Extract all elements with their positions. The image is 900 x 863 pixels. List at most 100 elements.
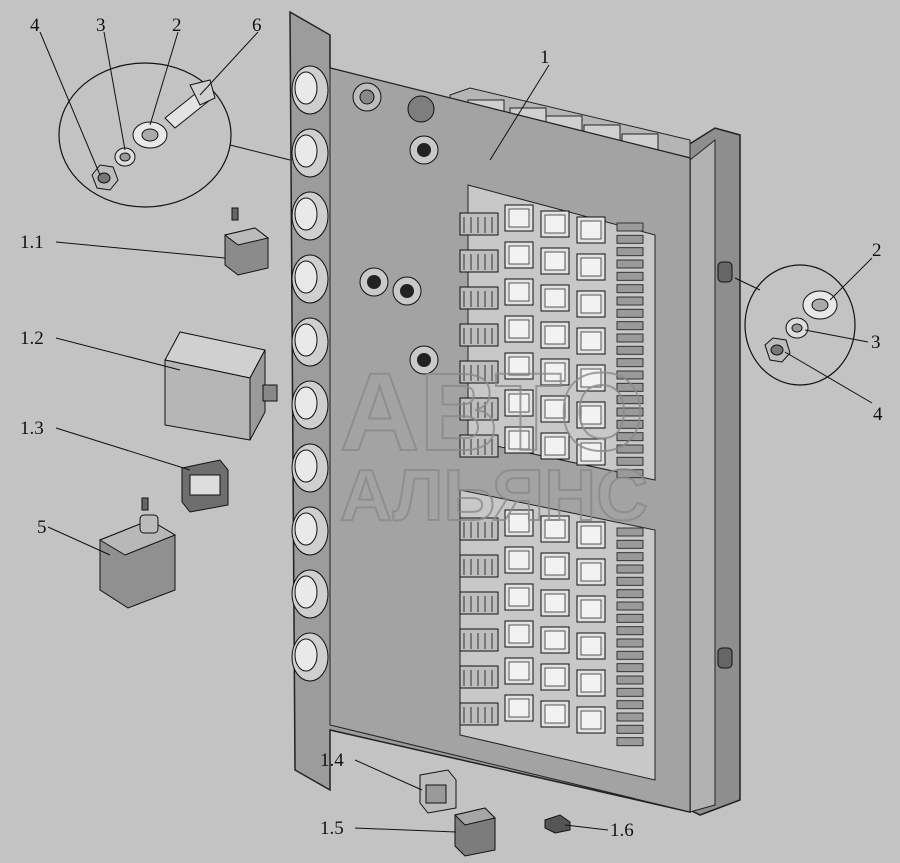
fuse-slot xyxy=(616,296,644,306)
label-1-2: 1.2 xyxy=(20,328,44,349)
relay-socket xyxy=(504,509,534,537)
fuse-slot xyxy=(616,601,644,611)
fuse-slot xyxy=(616,700,644,710)
fuse-slot xyxy=(616,222,644,232)
relay-socket xyxy=(576,669,606,697)
fuse-block xyxy=(459,665,499,689)
relay-socket xyxy=(540,700,570,728)
fuse-slot xyxy=(616,589,644,599)
fuse-block xyxy=(459,212,499,236)
fuse-slot xyxy=(616,284,644,294)
relay-socket xyxy=(504,352,534,380)
relay-socket xyxy=(540,321,570,349)
relay-socket xyxy=(576,521,606,549)
fuse-block xyxy=(459,517,499,541)
label-1: 1 xyxy=(540,47,550,68)
relay-1-2 xyxy=(164,331,278,441)
relay-socket xyxy=(540,432,570,460)
fuse-slot xyxy=(616,527,644,537)
relay-socket xyxy=(540,515,570,543)
fuse-slot xyxy=(616,234,644,244)
fuse-1-6 xyxy=(544,814,571,834)
round-connector xyxy=(291,632,329,682)
fuse-slot xyxy=(616,650,644,660)
fuse-slot xyxy=(616,321,644,331)
fuse-slot xyxy=(616,259,644,269)
fuse-slot xyxy=(616,345,644,355)
fuse-block xyxy=(459,434,499,458)
fuse-slot xyxy=(616,370,644,380)
relay-socket xyxy=(504,389,534,417)
left-connector-column xyxy=(291,65,329,682)
round-connector xyxy=(291,317,329,367)
label-2-left: 2 xyxy=(172,15,182,36)
relay-socket xyxy=(576,253,606,281)
relay-socket xyxy=(504,241,534,269)
fuse-block xyxy=(459,286,499,310)
relay-socket xyxy=(540,663,570,691)
fuse-slot xyxy=(616,539,644,549)
relay-socket xyxy=(576,216,606,244)
relay-socket xyxy=(576,401,606,429)
fuse-slot xyxy=(616,724,644,734)
round-connector xyxy=(291,254,329,304)
fuse-slot xyxy=(616,444,644,454)
relay-socket xyxy=(540,626,570,654)
fuse-slot xyxy=(616,456,644,466)
fuse-block xyxy=(459,323,499,347)
relay-socket xyxy=(576,364,606,392)
round-connector xyxy=(291,128,329,178)
relay-socket xyxy=(504,278,534,306)
relay-socket xyxy=(540,247,570,275)
round-connector xyxy=(291,443,329,493)
fuse-slot xyxy=(616,333,644,343)
fuse-block xyxy=(459,591,499,615)
fuse-slot xyxy=(616,395,644,405)
relay-socket xyxy=(504,620,534,648)
relay-socket xyxy=(540,589,570,617)
label-1-5: 1.5 xyxy=(320,818,344,839)
relay-panel-lower xyxy=(459,489,656,781)
relay-socket xyxy=(504,583,534,611)
fuse-slot xyxy=(616,358,644,368)
round-connector xyxy=(291,506,329,556)
round-connector xyxy=(291,65,329,115)
label-5: 5 xyxy=(37,517,47,538)
fuse-slot xyxy=(616,564,644,574)
fuse-slot xyxy=(616,271,644,281)
fuse-block xyxy=(459,249,499,273)
detail-circle-right xyxy=(734,264,856,386)
label-4-left: 4 xyxy=(30,15,40,36)
label-1-3: 1.3 xyxy=(20,418,44,439)
relay-socket xyxy=(540,552,570,580)
label-1-1: 1.1 xyxy=(20,232,44,253)
label-1-4: 1.4 xyxy=(320,750,344,771)
fuse-block xyxy=(459,628,499,652)
fuse-slot xyxy=(616,469,644,479)
relay-socket xyxy=(504,657,534,685)
module-5 xyxy=(98,497,177,609)
round-connector xyxy=(291,191,329,241)
detail-circle-left xyxy=(58,62,291,208)
relay-socket xyxy=(576,632,606,660)
label-3-left: 3 xyxy=(96,15,106,36)
relay-socket xyxy=(540,284,570,312)
fuse-block xyxy=(459,397,499,421)
relay-socket xyxy=(576,706,606,734)
watermark-line1: АВТО xyxy=(340,351,645,474)
fuse-slot xyxy=(616,613,644,623)
relay-socket xyxy=(504,315,534,343)
label-3-right: 3 xyxy=(871,332,881,353)
fuse-slot xyxy=(616,663,644,673)
leader-lines xyxy=(39,31,873,833)
fuse-slot xyxy=(616,382,644,392)
fuse-slot xyxy=(616,626,644,636)
relay-socket xyxy=(576,327,606,355)
fuse-slot xyxy=(616,247,644,257)
fuse-slot xyxy=(616,638,644,648)
fuse-slot xyxy=(616,308,644,318)
fuse-slot xyxy=(616,552,644,562)
relay-1-1 xyxy=(223,207,270,276)
relay-socket xyxy=(504,426,534,454)
